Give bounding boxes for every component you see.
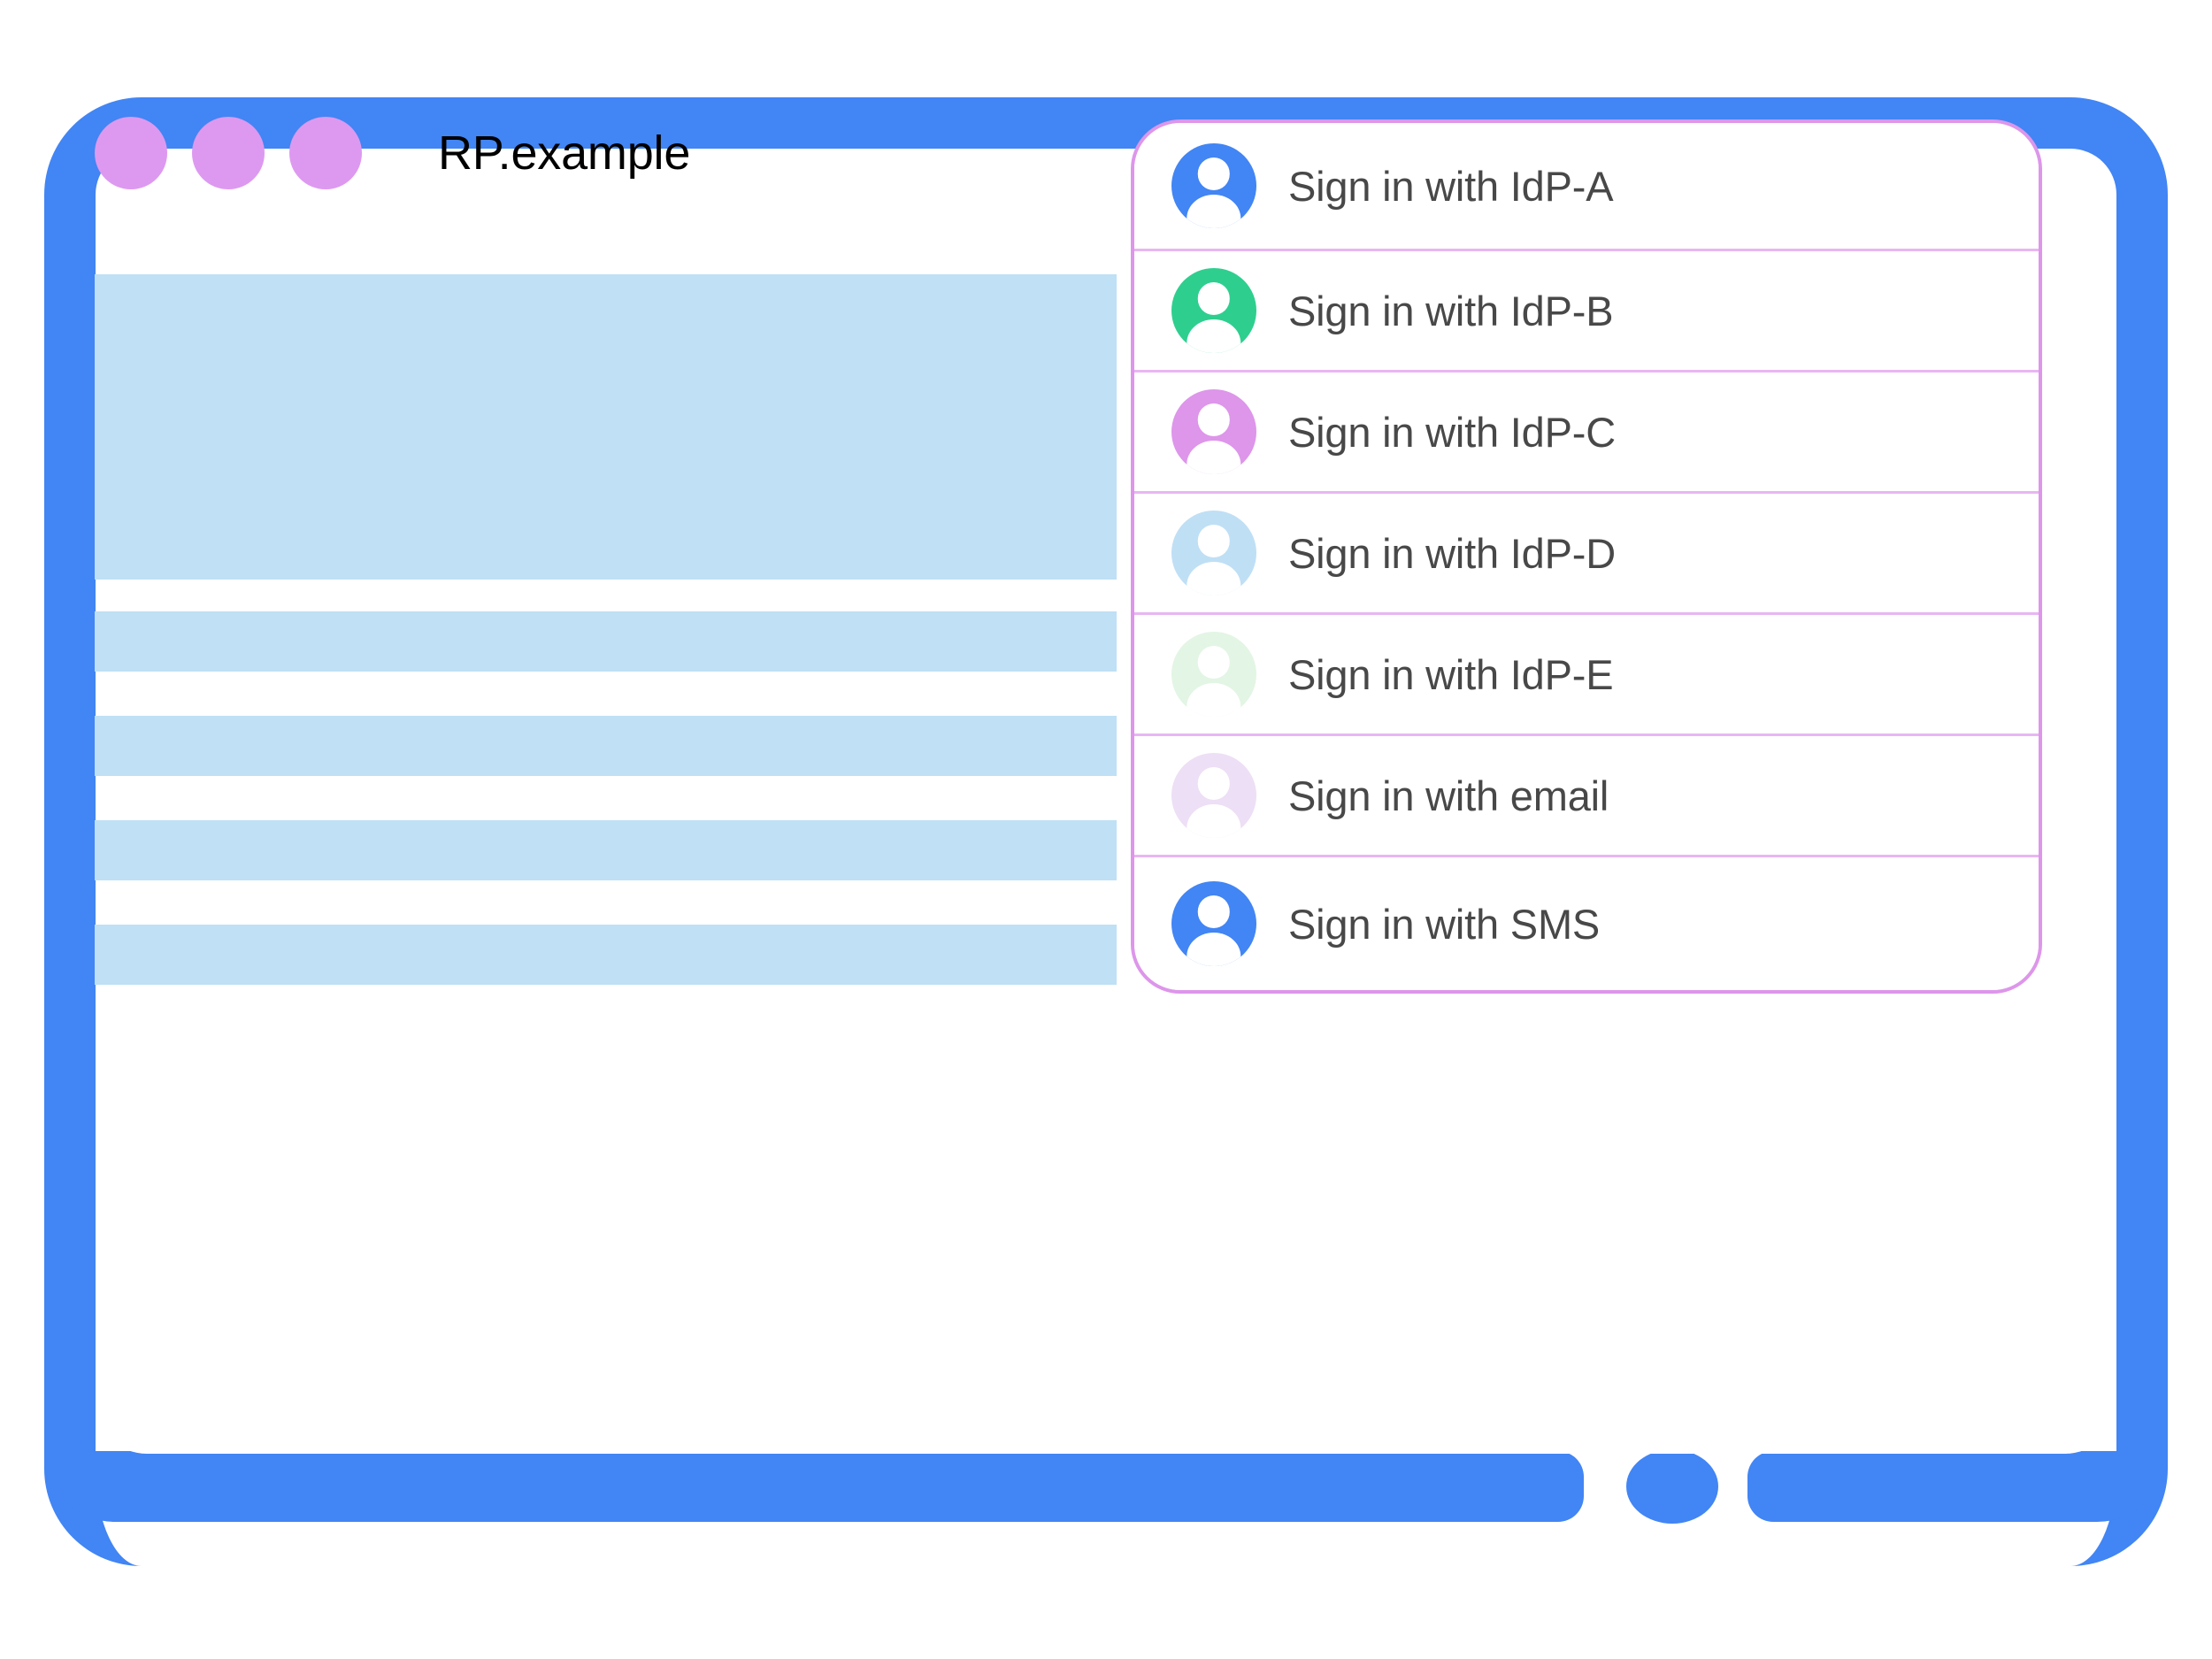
person-avatar-icon (1171, 511, 1256, 595)
person-avatar-icon (1171, 632, 1256, 717)
avatar-body (1187, 440, 1241, 474)
account-row[interactable]: Sign in with IdP-E (1134, 615, 2039, 736)
chrome-dot-3-icon[interactable] (289, 117, 362, 189)
text-placeholder-1 (95, 611, 1117, 672)
person-avatar-icon (1171, 389, 1256, 474)
avatar-body (1187, 803, 1241, 838)
avatar-head (1197, 767, 1231, 800)
hero-placeholder (95, 274, 1117, 580)
avatar-body (1187, 561, 1241, 595)
text-placeholder-4 (95, 925, 1117, 985)
account-label: Sign in with email (1288, 772, 1609, 819)
text-placeholder-2 (95, 716, 1117, 776)
site-title: RP.example (438, 127, 691, 180)
avatar-head (1197, 895, 1231, 928)
person-avatar-icon (1171, 143, 1256, 228)
avatar-body (1187, 932, 1241, 966)
account-label: Sign in with IdP-D (1288, 529, 1616, 577)
browser-chrome-bar: RP.example (95, 117, 690, 189)
chrome-dot-1-icon[interactable] (95, 117, 167, 189)
account-row[interactable]: Sign in with IdP-A (1134, 123, 2039, 251)
account-label: Sign in with SMS (1288, 900, 1601, 948)
avatar-head (1197, 403, 1231, 436)
avatar-head (1197, 157, 1231, 190)
account-label: Sign in with IdP-B (1288, 287, 1614, 334)
device-bezel-right-rail (2116, 1327, 2168, 1469)
person-avatar-icon (1171, 753, 1256, 838)
account-label: Sign in with IdP-E (1288, 650, 1614, 698)
account-row[interactable]: Sign in with IdP-C (1134, 373, 2039, 494)
device-bezel-left-rail (44, 1327, 96, 1469)
device-bezel-bottom-left (44, 1451, 1584, 1522)
account-row[interactable]: Sign in with SMS (1134, 857, 2039, 990)
avatar-head (1197, 525, 1231, 557)
avatar-body (1187, 194, 1241, 228)
avatar-head (1197, 646, 1231, 679)
account-row[interactable]: Sign in with IdP-B (1134, 251, 2039, 373)
account-label: Sign in with IdP-A (1288, 162, 1614, 210)
account-label: Sign in with IdP-C (1288, 408, 1616, 456)
page-content-placeholders (95, 274, 1117, 985)
chrome-dot-2-icon[interactable] (192, 117, 265, 189)
avatar-body (1187, 319, 1241, 353)
account-row[interactable]: Sign in with IdP-D (1134, 494, 2039, 615)
account-chooser-dialog: Sign in with IdP-A Sign in with IdP-B Sign… (1131, 119, 2042, 994)
avatar-body (1187, 682, 1241, 717)
person-avatar-icon (1171, 268, 1256, 353)
account-row[interactable]: Sign in with email (1134, 736, 2039, 857)
text-placeholder-3 (95, 820, 1117, 880)
device-bezel-bottom-right (1747, 1451, 2168, 1522)
home-button[interactable] (1626, 1449, 1718, 1524)
person-avatar-icon (1171, 881, 1256, 966)
avatar-head (1197, 282, 1231, 315)
account-list: Sign in with IdP-A Sign in with IdP-B Sign… (1134, 123, 2039, 990)
